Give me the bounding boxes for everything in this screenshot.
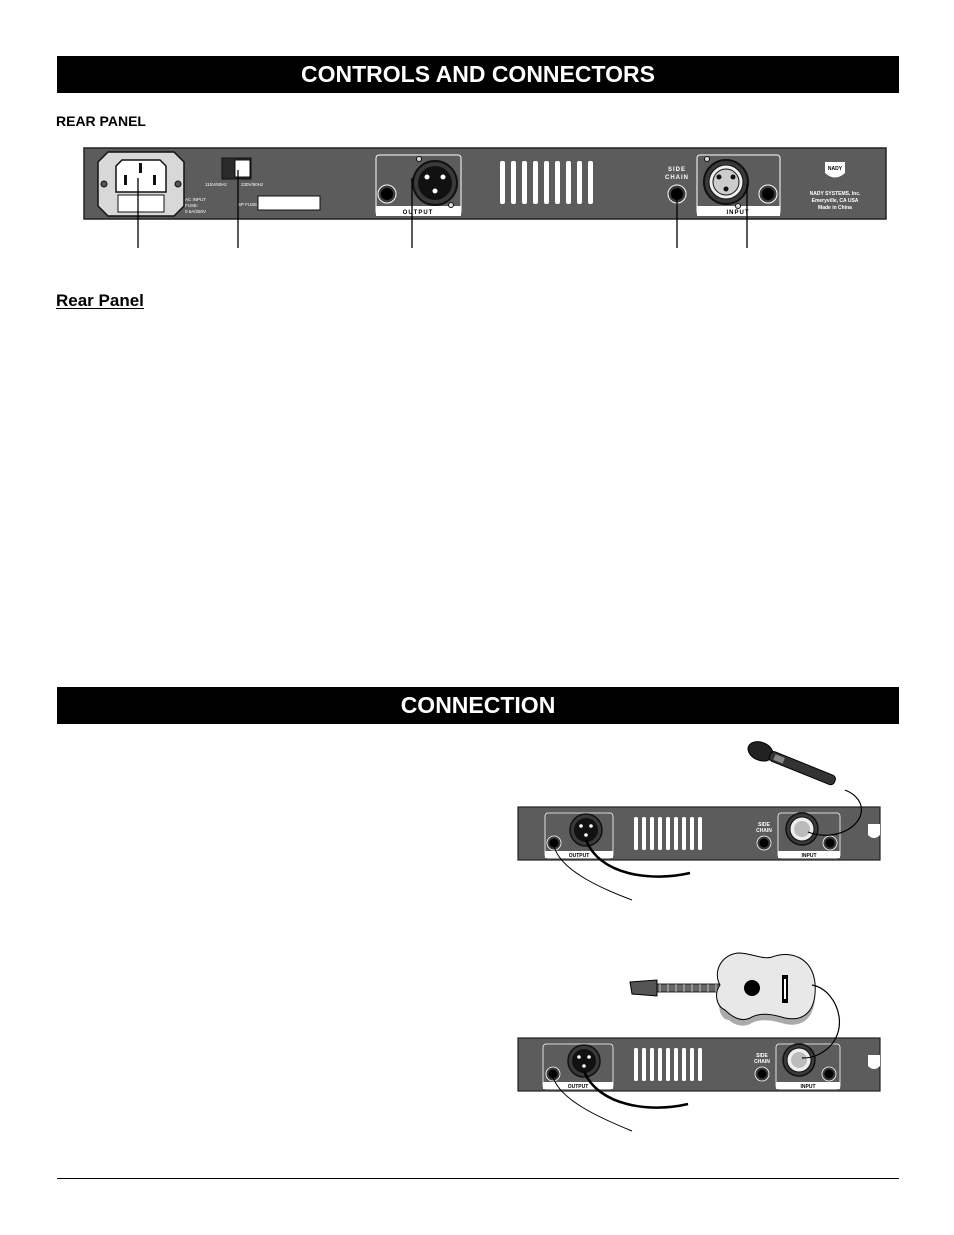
ventilation-slots <box>500 161 593 204</box>
mic-input-xlr <box>785 812 819 846</box>
output-quarter-inch-jack <box>377 184 397 204</box>
guitar-side-chain-2: CHAIN <box>754 1059 770 1065</box>
output-label: OUTPUT <box>403 210 434 216</box>
guitar-side-chain-1: SIDE <box>756 1053 768 1059</box>
side-chain-label-2: CHAIN <box>665 175 689 181</box>
mic-vent-slots <box>634 817 702 850</box>
guitar-input-label: INPUT <box>801 1084 816 1090</box>
serial-label-plate <box>257 195 321 211</box>
rear-panel-label: REAR PANEL <box>56 113 146 129</box>
svg-text:NADY: NADY <box>828 166 843 172</box>
nady-logo: NADY <box>825 162 845 178</box>
mic-side-chain-1: SIDE <box>758 822 770 828</box>
footer-rule <box>57 1178 899 1179</box>
rear-panel-illustration: AC INPUT FUSE: 0.5A/250V 115V/60Hz 230V/… <box>83 147 887 248</box>
guitar-output-label: OUTPUT <box>568 1084 589 1090</box>
callout-lines <box>137 170 748 248</box>
company-line-3: Made in China <box>818 205 852 211</box>
output-xlr-connector <box>412 156 458 208</box>
company-line-1: NADY SYSTEMS, Inc. <box>810 191 861 197</box>
side-chain-label-1: SIDE <box>668 167 686 173</box>
ac-input-line-3: 0.5A/250V <box>185 209 206 214</box>
rear-panel-heading: Rear Panel <box>56 291 144 310</box>
side-chain-jack <box>667 184 687 204</box>
mic-output-xlr <box>569 813 603 847</box>
ac-power-socket <box>97 151 185 217</box>
voltage-selector-switch <box>221 157 252 180</box>
input-label: INPUT <box>727 210 750 216</box>
input-xlr-connector <box>703 156 749 209</box>
section-title: CONTROLS AND CONNECTORS <box>301 61 655 87</box>
microphone-connection-diagram: OUTPUT SIDE CHAIN INPUT <box>517 741 881 901</box>
input-quarter-inch-jack <box>758 184 778 204</box>
guitar-vent-slots <box>634 1048 702 1081</box>
section-banner-connection: CONNECTION <box>57 687 899 724</box>
acoustic-guitar-icon <box>629 952 816 1026</box>
ac-input-line-1: AC INPUT <box>185 197 206 202</box>
ac-input-line-2: FUSE: <box>185 203 198 208</box>
mic-output-label: OUTPUT <box>569 853 590 859</box>
voltage-right-label: 230V/50Hz <box>241 182 264 187</box>
mic-input-label: INPUT <box>802 853 817 859</box>
mic-side-chain-2: CHAIN <box>756 828 772 834</box>
section-banner-controls: CONTROLS AND CONNECTORS <box>57 56 899 93</box>
mic-output-jack <box>546 835 562 851</box>
fuse-label: SP FUSE <box>238 202 257 207</box>
microphone-icon <box>747 741 836 786</box>
section-title: CONNECTION <box>400 692 556 718</box>
mic-side-chain-jack <box>756 835 772 851</box>
guitar-connection-diagram: OUTPUT SIDE CHAIN INPUT <box>517 952 881 1132</box>
company-line-2: Emeryville, CA USA <box>812 198 859 204</box>
voltage-left-label: 115V/60Hz <box>205 182 228 187</box>
